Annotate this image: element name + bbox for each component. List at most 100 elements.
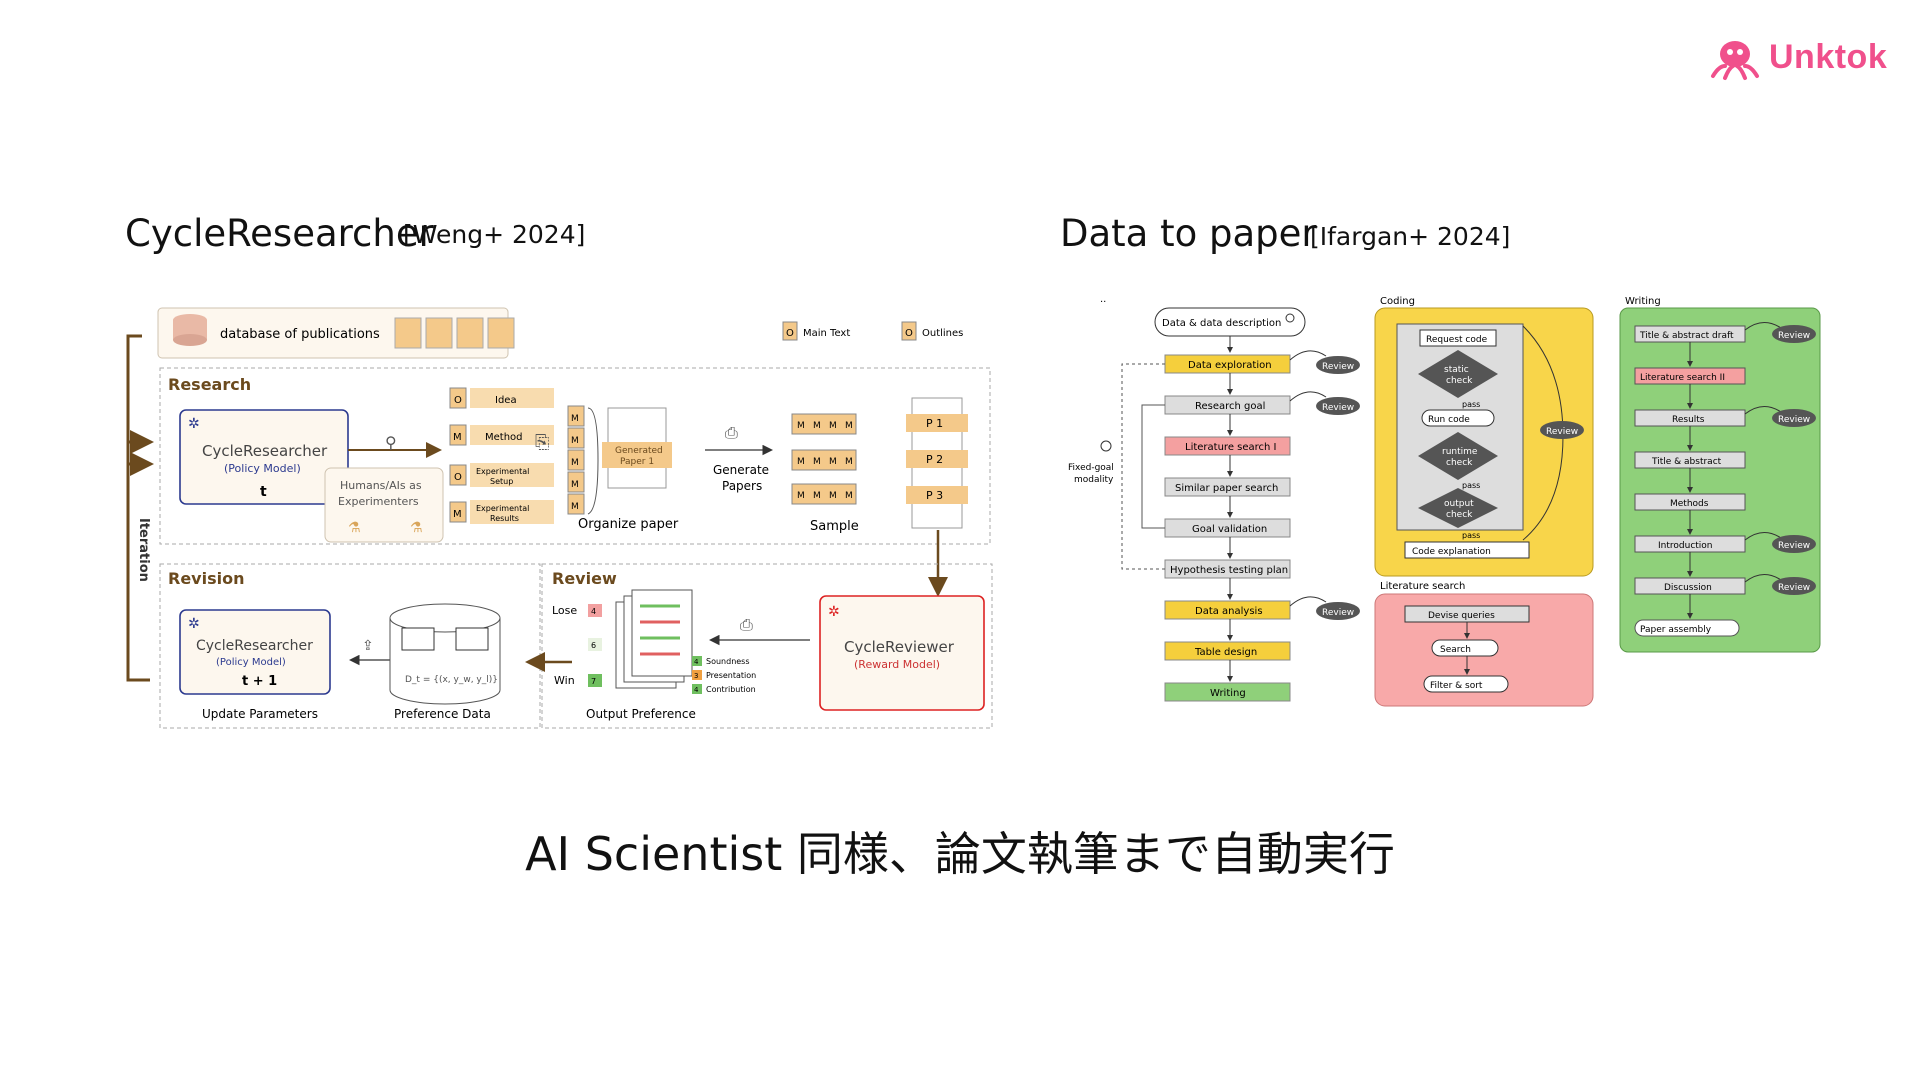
svg-text:static: static (1444, 365, 1469, 375)
svg-text:Filter & sort: Filter & sort (1430, 681, 1483, 691)
svg-text:7: 7 (591, 677, 596, 686)
svg-text:M: M (845, 491, 853, 501)
svg-text:M: M (845, 457, 853, 467)
svg-text:Review: Review (1322, 403, 1354, 413)
svg-text:runtime: runtime (1442, 447, 1478, 457)
svg-text:pass: pass (1462, 531, 1480, 540)
microscope-icon: ⚲ (385, 433, 397, 452)
svg-text:Search: Search (1440, 645, 1471, 655)
svg-text:Method: Method (485, 432, 523, 443)
output-preference-docs (615, 589, 693, 689)
svg-text:4: 4 (591, 607, 596, 616)
iteration-label: Iteration (136, 518, 151, 582)
review-bubbles-main: Review Review Review (1289, 350, 1360, 620)
revision-region (159, 563, 541, 729)
revision-label: Revision (168, 569, 244, 588)
svg-text:CycleResearcher: CycleResearcher (196, 638, 313, 654)
brain-icon: ✲ (188, 416, 200, 432)
svg-text:(Policy Model): (Policy Model) (216, 657, 286, 668)
svg-text:M: M (813, 457, 821, 467)
person-icon (1100, 440, 1112, 452)
svg-text:Hypothesis testing plan: Hypothesis testing plan (1170, 565, 1288, 576)
data-to-paper-diagram: .. Data & data description Data explorat… (1068, 294, 1821, 707)
research-label: Research (168, 375, 251, 394)
research-region (159, 367, 991, 545)
svg-text:Lose: Lose (552, 604, 577, 617)
svg-text:check: check (1446, 458, 1473, 468)
organize-column: M M M M M (567, 405, 599, 515)
brand-logo: Unktok (1705, 36, 1905, 82)
svg-text:Goal validation: Goal validation (1192, 524, 1267, 535)
svg-text:O: O (786, 328, 794, 339)
svg-text:M: M (797, 491, 805, 501)
database-label: database of publications (220, 327, 380, 342)
svg-text:check: check (1446, 510, 1473, 520)
svg-text:Experimental: Experimental (476, 504, 529, 513)
svg-text:(Policy Model): (Policy Model) (224, 462, 301, 475)
svg-text:Review: Review (1322, 362, 1354, 372)
svg-text:M: M (571, 502, 579, 512)
svg-text:M: M (829, 457, 837, 467)
svg-text:Results: Results (490, 514, 519, 523)
review-bubbles-writing: Review Review Review Review (1744, 322, 1816, 595)
svg-text:Review: Review (1778, 541, 1810, 551)
svg-text:3: 3 (694, 672, 698, 680)
svg-text:pass: pass (1462, 400, 1480, 409)
svg-text:t: t (260, 484, 267, 500)
octopus-icon (1711, 41, 1759, 80)
svg-text:..: .. (1100, 294, 1106, 305)
output-preference-label: Output Preference (586, 707, 696, 721)
database-icon (173, 314, 207, 346)
svg-text:Papers: Papers (722, 479, 762, 493)
svg-text:M: M (829, 421, 837, 431)
svg-text:Contribution: Contribution (706, 685, 756, 694)
svg-text:CycleResearcher: CycleResearcher (202, 442, 328, 460)
svg-text:M: M (571, 414, 579, 424)
svg-text:modality: modality (1074, 475, 1114, 485)
svg-text:Data analysis: Data analysis (1195, 606, 1263, 617)
svg-text:Data exploration: Data exploration (1188, 360, 1272, 371)
review-region (541, 563, 993, 729)
svg-text:Review: Review (1546, 427, 1578, 437)
preference-data-cylinder: D_t = {(x, y_w, y_l)} (389, 603, 501, 705)
svg-text:Review: Review (1778, 331, 1810, 341)
svg-text:Methods: Methods (1670, 499, 1709, 509)
generate-icon: ⎙ (725, 423, 738, 442)
runtime-check (1418, 432, 1498, 480)
svg-text:Title & abstract draft: Title & abstract draft (1639, 331, 1734, 341)
svg-text:Win: Win (554, 674, 575, 687)
svg-text:4: 4 (694, 686, 699, 694)
right-citation: [Ifargan+ 2024] (1310, 222, 1511, 251)
slide-caption: AI Scientist 同様、論文執筆まで自動実行 (525, 827, 1395, 881)
output-check (1418, 488, 1498, 528)
svg-text:M: M (571, 480, 579, 490)
svg-text:M: M (453, 509, 462, 520)
svg-text:✲: ✲ (188, 616, 200, 632)
review-doc-icon: ⎙ (740, 615, 753, 634)
cycleresearcher-t1-box (179, 609, 331, 695)
publication-stack-icons (394, 317, 515, 349)
svg-text:Table design: Table design (1194, 647, 1257, 658)
svg-text:6: 6 (591, 641, 596, 650)
svg-text:Experimental: Experimental (476, 467, 529, 476)
svg-text:Presentation: Presentation (706, 671, 756, 680)
svg-text:M: M (571, 458, 579, 468)
svg-text:O: O (905, 328, 913, 339)
svg-text:Soundness: Soundness (706, 657, 750, 666)
upload-icon: ⇪ (362, 638, 374, 654)
svg-text:M: M (797, 457, 805, 467)
coding-label: Coding (1380, 296, 1415, 307)
update-parameters-label: Update Parameters (202, 707, 318, 721)
svg-text:Setup: Setup (490, 477, 513, 486)
cycleresearcher-diagram: database of publications O Main Text O O… (126, 307, 993, 729)
left-title: CycleResearcher (125, 212, 434, 255)
cycleresearcher-t-box (179, 409, 349, 505)
svg-text:Generated: Generated (615, 446, 663, 456)
writing-label: Writing (1625, 296, 1661, 307)
right-title: Data to paper (1060, 212, 1317, 255)
svg-text:4: 4 (694, 658, 699, 666)
svg-text:Review: Review (1322, 608, 1354, 618)
scientist-icon: ⚗ (348, 520, 361, 536)
svg-text:M: M (813, 491, 821, 501)
scientist-icon-2: ⚗ (410, 520, 423, 536)
